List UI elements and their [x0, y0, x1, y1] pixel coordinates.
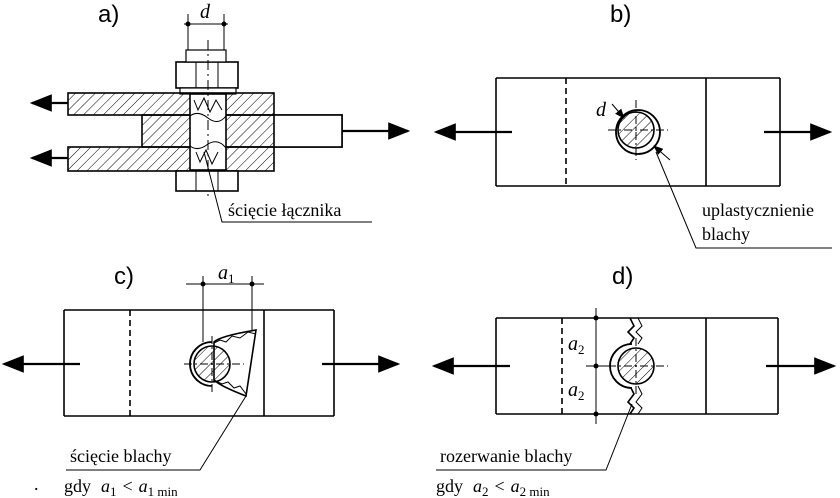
panel-a: a) d	[29, 1, 411, 223]
panel-a-label: a)	[98, 1, 119, 28]
panel-b-caption-line1: uplastycznienie	[702, 200, 814, 220]
panel-d-rupture-top	[626, 317, 636, 345]
panel-d-rupture-bottom	[626, 385, 636, 415]
panel-a-dim-label: d	[200, 1, 211, 23]
panel-c-bolt	[184, 336, 244, 394]
stray-mark: .	[34, 474, 39, 494]
panel-c-shear-block	[213, 329, 257, 398]
panel-b: b) d uplastycznienie blachy	[433, 1, 833, 249]
top-plate	[67, 92, 275, 116]
bolt-shank	[189, 40, 227, 200]
panel-b-label: b)	[610, 1, 631, 28]
panel-d-label: d)	[612, 263, 633, 290]
nut	[175, 49, 239, 89]
panel-c-dim-label: a1	[218, 262, 235, 286]
panel-d-bolt	[608, 338, 668, 394]
panel-d-caption: rozerwanie blachy	[440, 446, 572, 466]
panel-c-label: c)	[114, 263, 134, 290]
bolt-head	[175, 170, 239, 192]
panel-a-caption: ścięcie łącznika	[228, 200, 341, 220]
panel-c-caption: ścięcie blachy	[70, 446, 171, 466]
panel-d-dim-label-lower: a2	[568, 379, 585, 403]
panel-b-dim-label: d	[596, 99, 607, 121]
panel-b-caption-line2: blachy	[702, 224, 750, 244]
bottom-plate	[67, 146, 275, 172]
panel-b-bolt	[608, 100, 668, 160]
panel-d-dim-label-upper: a2	[568, 333, 585, 357]
